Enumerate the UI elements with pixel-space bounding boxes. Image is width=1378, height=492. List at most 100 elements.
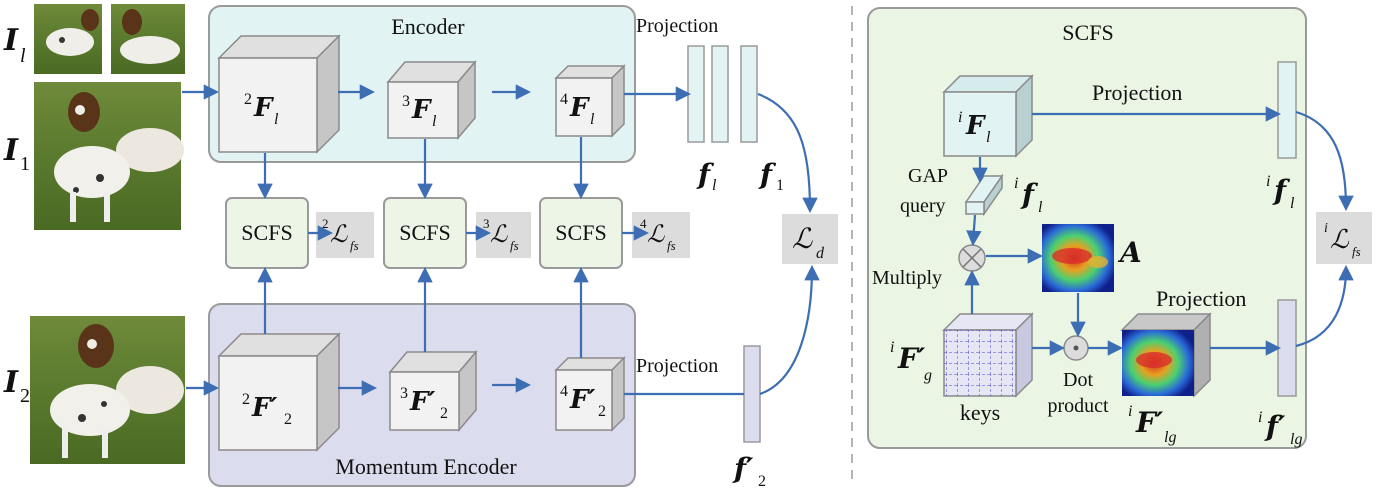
svg-text:1: 1 [20,153,30,175]
input-image-il-crop-1 [34,4,102,74]
loss-3-lfs: 3 ℒ fs [476,212,531,258]
projection-label-scfs-top: Projection [1092,80,1182,105]
svg-text:l: l [712,177,717,194]
svg-text:F: F [569,93,590,123]
projection-label-scfs-bottom: Projection [1156,286,1246,311]
svg-text:ℒ: ℒ [330,220,348,248]
svg-text:F: F [253,93,274,123]
label-3f2p: 3 F′ 2 [400,385,448,422]
label-iflgp-vec: i f′ lg [1258,409,1302,448]
svg-text:i: i [890,339,894,356]
loss-2-lfs: 2 ℒ fs [316,212,374,258]
loss-ld: ℒ d [782,214,838,264]
scfs-box-3: SCFS [383,197,467,269]
arrows-main [182,84,820,396]
label-f1: f 1 [758,158,784,194]
multiply-icon [958,244,986,272]
keys-cube [942,312,1034,398]
scfs-panel-title: SCFS [1062,20,1113,45]
keys-label: keys [960,400,1000,425]
svg-text:i: i [958,109,962,126]
multiply-label: Multiply [872,267,942,289]
query-label: query [900,195,946,217]
label-f2p: f′ 2 [732,452,766,490]
svg-text:2: 2 [440,405,448,422]
label-4fl: 4 F l [560,91,595,128]
label-fl: f l [696,158,717,194]
svg-text:f′: f′ [732,452,754,485]
proj-bar-top-2 [711,45,729,143]
label-2f2p: 2 F′ 2 [242,391,292,428]
cube-2fl [217,34,341,154]
svg-text:d: d [816,245,825,262]
scfs-box-2: SCFS [225,197,309,269]
svg-text:4: 4 [560,383,568,400]
svg-text:i: i [1014,175,1018,192]
svg-text:I: I [3,133,19,168]
input-image-il-crop-2 [111,4,185,74]
svg-text:ℒ: ℒ [647,220,665,248]
svg-text:1: 1 [776,177,784,194]
svg-text:2: 2 [242,391,250,408]
cube-iflgp [1120,312,1212,398]
cube-ifl: i F l [942,74,1034,158]
svg-text:lg: lg [1164,429,1176,446]
svg-text:l: l [432,113,437,130]
label-4f2p: 4 F′ 2 [560,383,606,420]
svg-text:2: 2 [322,216,329,231]
dot-label: Dot [1063,369,1093,391]
svg-text:F′: F′ [569,385,595,415]
svg-text:ℒ: ℒ [1330,225,1350,255]
svg-text:fs: fs [1352,244,1361,259]
svg-text:l: l [1038,199,1043,216]
product-label: product [1047,395,1109,417]
proj-bar-top-3 [740,45,758,143]
svg-text:fs: fs [667,238,676,253]
input-image-i2 [30,316,185,464]
svg-text:SCFS: SCFS [399,220,450,245]
svg-text:2: 2 [598,403,606,420]
svg-text:i: i [1258,409,1262,426]
svg-text:F: F [965,111,986,141]
proj-bar-scfs-bottom [1277,299,1297,397]
encoder-title: Encoder [391,14,465,39]
loss-i-lfs: i ℒ fs [1316,212,1372,264]
label-3fl: 3 F l [402,93,437,130]
svg-text:l: l [274,111,279,128]
proj-bar-bottom [743,345,761,443]
svg-text:i: i [1324,221,1328,236]
svg-text:f: f [758,158,777,191]
svg-text:f′: f′ [1264,410,1286,443]
momentum-encoder-title: Momentum Encoder [335,454,517,479]
label-a: A [1117,236,1142,269]
dot-product-icon [1063,335,1089,361]
svg-text:l: l [986,129,991,146]
svg-text:3: 3 [402,93,410,110]
svg-text:ℒ: ℒ [792,222,813,255]
loss-4-lfs: 4 ℒ fs [632,212,690,258]
label-iflgp: i F′ lg [1128,403,1176,446]
svg-text:i: i [1128,403,1132,420]
svg-text:3: 3 [483,216,490,231]
svg-text:F′: F′ [409,387,435,417]
svg-text:g: g [924,367,932,384]
svg-text:3: 3 [400,385,408,402]
svg-text:I: I [3,23,19,58]
svg-text:i: i [1266,173,1270,190]
svg-text:SCFS: SCFS [555,220,606,245]
svg-text:l: l [1290,195,1295,212]
svg-text:SCFS: SCFS [241,220,292,245]
svg-text:F: F [411,95,432,125]
cube-4fl [554,64,626,138]
svg-text:2: 2 [758,473,766,490]
svg-text:F′: F′ [1135,406,1164,439]
gap-label: GAP [908,165,948,187]
svg-text:2: 2 [244,91,252,108]
svg-text:2: 2 [284,411,292,428]
input-image-i1 [34,82,184,230]
svg-text:4: 4 [560,91,568,108]
label-il: I l [3,23,26,67]
arrows-scfs [964,106,1354,356]
cube-4f2p [554,356,626,432]
